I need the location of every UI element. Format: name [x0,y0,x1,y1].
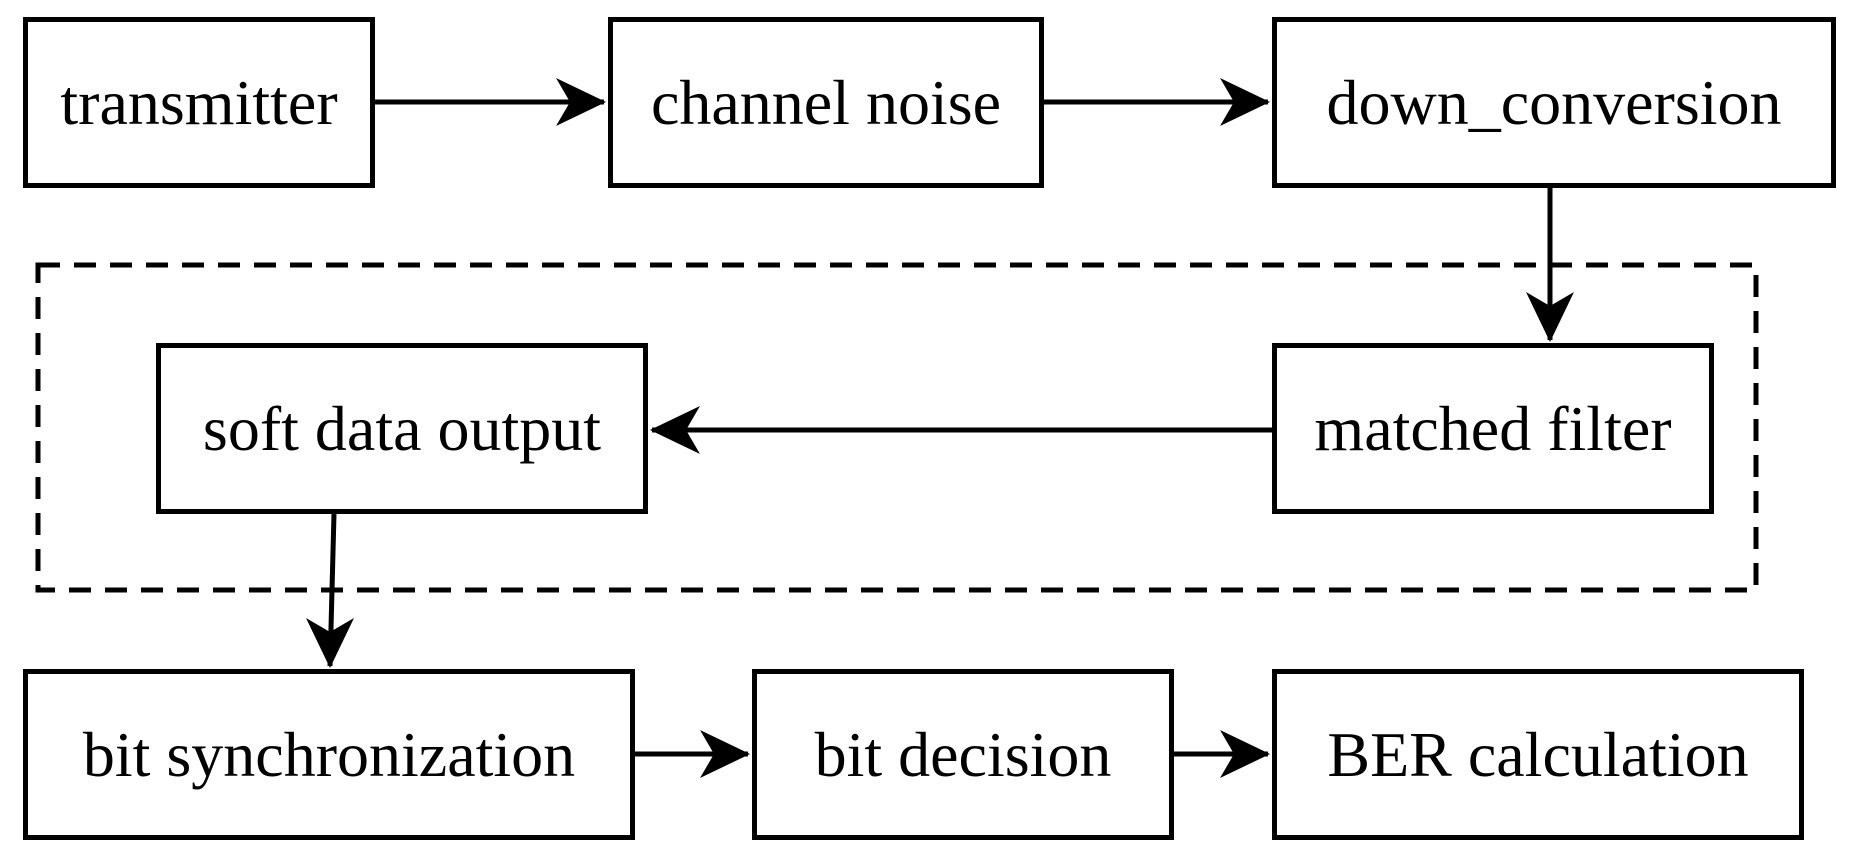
arrow-soft-data-output-to-bit-synchronization-head [306,618,354,668]
block-soft-data-output: soft data output [156,343,648,514]
block-channel-noise: channel noise [608,17,1044,188]
arrow-down-conversion-to-matched-filter-head [1526,292,1574,342]
block-bit-decision-label: bit decision [814,718,1112,790]
block-transmitter-label: transmitter [60,66,338,138]
block-matched-filter: matched filter [1272,343,1714,514]
block-channel-noise-label: channel noise [650,66,1002,138]
block-ber-calculation-label: BER calculation [1327,718,1749,790]
block-soft-data-output-label: soft data output [202,392,602,464]
block-bit-synchronization: bit synchronization [23,669,635,840]
block-matched-filter-label: matched filter [1314,392,1672,464]
arrow-transmitter-to-channel-noise-head [556,78,606,126]
block-bit-decision: bit decision [752,669,1174,840]
arrow-bit-decision-to-ber-calculation-head [1220,730,1270,778]
block-ber-calculation: BER calculation [1272,669,1804,840]
receiver-dashed-group [35,262,1759,593]
arrow-channel-noise-to-down-conversion-head [1220,78,1270,126]
block-down-conversion: down_conversion [1272,17,1836,188]
arrow-matched-filter-to-soft-data-output-head [650,406,700,454]
arrow-bit-synchronization-to-bit-decision-head [700,730,750,778]
block-down-conversion-label: down_conversion [1326,66,1782,138]
block-bit-synchronization-label: bit synchronization [82,718,576,790]
block-transmitter: transmitter [23,17,375,188]
